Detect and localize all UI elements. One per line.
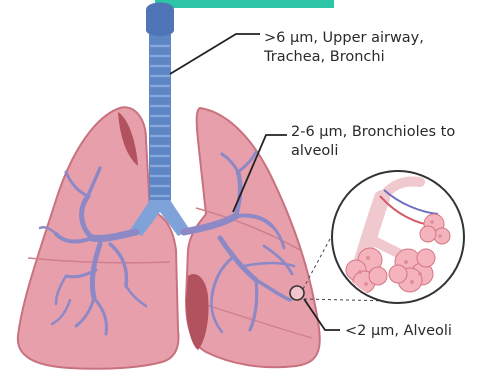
label-upper-airway-line2: Trachea, Bronchi bbox=[264, 48, 424, 67]
alveoli-zoom-inset bbox=[332, 171, 464, 303]
label-upper-airway: >6 µm, Upper airway, Trachea, Bronchi bbox=[264, 29, 424, 67]
label-bronchioles: 2-6 µm, Bronchioles to alveoli bbox=[291, 123, 455, 161]
label-bronchioles-line2: alveoli bbox=[291, 142, 455, 161]
label-bronchioles-line1: 2-6 µm, Bronchioles to bbox=[291, 123, 455, 142]
label-alveoli: <2 µm, Alveoli bbox=[345, 322, 452, 341]
label-upper-airway-line1: >6 µm, Upper airway, bbox=[264, 29, 424, 48]
alveoli-marker bbox=[290, 286, 304, 300]
